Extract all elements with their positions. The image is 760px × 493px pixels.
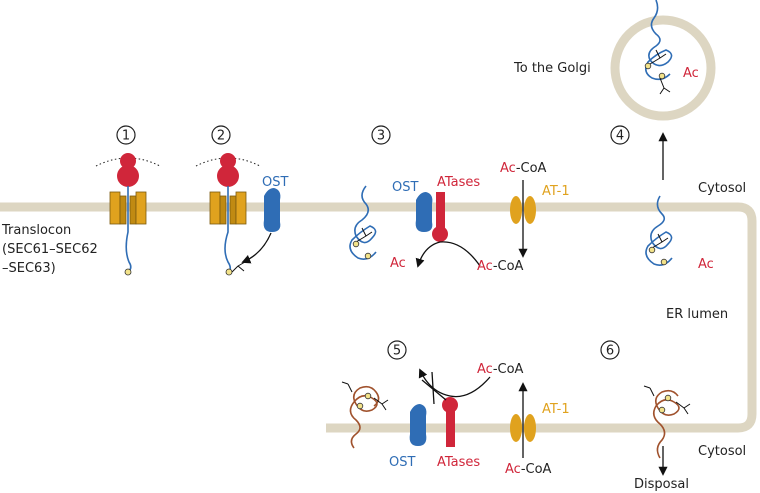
step-1-glycan-anchor <box>124 268 132 276</box>
step-3-marker: 3 <box>371 125 391 145</box>
er-lumen-label: ER lumen <box>666 307 728 322</box>
ac-coa-lumenal-bottom: Ac-CoA <box>477 362 524 377</box>
svg-text:5: 5 <box>393 344 401 359</box>
step-3-glycoprotein <box>349 185 377 260</box>
step-4-glycoprotein-er <box>645 195 673 266</box>
ac-coa-cytosolic-top: Ac-CoA <box>500 161 547 176</box>
at1-transporter-top <box>510 196 536 224</box>
at1-transporter-bottom <box>510 414 536 442</box>
step-1-nascent-chain <box>125 186 132 273</box>
step-1-translocon <box>109 191 147 225</box>
step-3-acetyl-transfer-arrow <box>415 241 481 268</box>
golgi-vesicle <box>610 15 716 121</box>
ac-label-step-4: Ac <box>698 257 714 272</box>
at1-label-top: AT-1 <box>542 184 570 199</box>
step-4-marker: 4 <box>610 125 630 145</box>
step-5-acetyl-transfer-arrow <box>418 368 491 398</box>
step-5-misfolded-protein <box>341 381 389 449</box>
ac-label-golgi: Ac <box>683 66 699 81</box>
step-6-misfolded-protein <box>643 385 691 459</box>
step-2-ribosome <box>195 153 261 187</box>
svg-text:6: 6 <box>606 344 614 359</box>
step-5-atases-enzyme <box>442 397 458 447</box>
ost-label-step-2: OST <box>262 175 288 190</box>
svg-text:3: 3 <box>377 129 385 144</box>
translocon-components-line1: (SEC61–SEC62 <box>2 242 98 257</box>
ost-label-step-3: OST <box>392 180 418 195</box>
translocon-label: Translocon <box>1 223 71 238</box>
ac-coa-cytosolic-bottom: Ac-CoA <box>505 462 552 477</box>
atases-label-step-5: ATases <box>437 455 480 470</box>
step-2-glycan-anchor <box>225 268 233 276</box>
step-1-marker: 1 <box>116 125 136 145</box>
step-5-ost-enzyme <box>409 404 427 446</box>
ost-label-step-5: OST <box>389 455 415 470</box>
step-2-ost-enzyme <box>263 188 281 232</box>
step-1-ribosome <box>95 153 161 187</box>
step-5-marker: 5 <box>387 340 407 360</box>
step-5-block-mark <box>421 371 447 405</box>
svg-text:4: 4 <box>616 129 624 144</box>
step-3-atases-enzyme <box>432 192 448 242</box>
step-2-glycan-branches <box>231 261 246 273</box>
er-membrane <box>0 202 757 433</box>
cytosol-label-bottom: Cytosol <box>698 444 746 459</box>
to-golgi-label: To the Golgi <box>513 61 591 76</box>
atases-label-step-3: ATases <box>437 175 480 190</box>
step-2-marker: 2 <box>211 125 231 145</box>
svg-text:2: 2 <box>217 129 225 144</box>
disposal-label: Disposal <box>634 477 689 492</box>
svg-text:1: 1 <box>122 129 130 144</box>
ac-coa-lumenal-top: Ac-CoA <box>477 259 524 274</box>
at1-label-bottom: AT-1 <box>542 402 570 417</box>
cytosol-label-top: Cytosol <box>698 181 746 196</box>
step-2-transfer-arrow <box>241 232 272 264</box>
step-3-ost-enzyme <box>415 192 433 232</box>
golgi-glycoprotein <box>644 0 673 95</box>
ac-label-step-3: Ac <box>390 256 406 271</box>
step-6-marker: 6 <box>600 340 620 360</box>
step-2-translocon <box>209 191 247 225</box>
translocon-components-line2: –SEC63) <box>2 261 56 276</box>
